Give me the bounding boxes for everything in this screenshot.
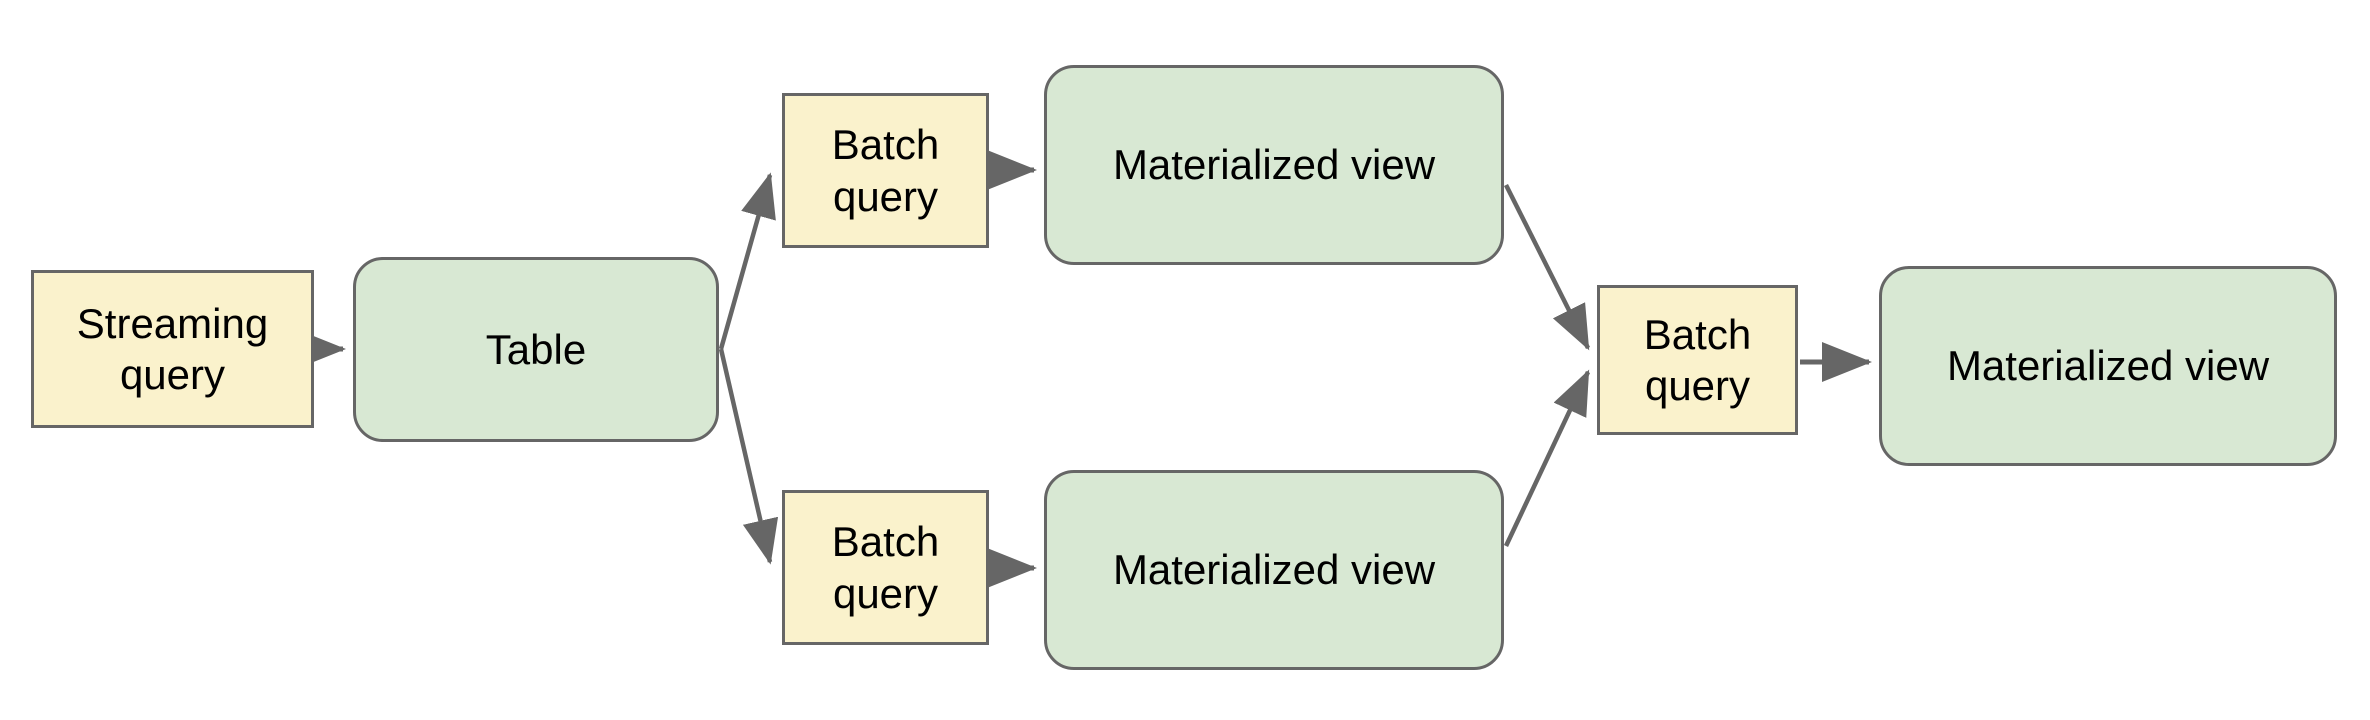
node-label: Materialized view <box>1946 342 2270 390</box>
node-materialized-view-top[interactable]: Materialized view <box>1044 65 1504 265</box>
node-label: Batch query <box>1643 310 1752 409</box>
edge-mv-bottom-to-join <box>1503 369 1591 547</box>
node-label: Materialized view <box>1112 141 1436 189</box>
node-label: Streaming query <box>76 299 269 398</box>
edge-table-to-batch-top <box>718 172 776 350</box>
node-table[interactable]: Table <box>353 257 719 442</box>
node-label: Batch query <box>831 121 940 220</box>
node-materialized-view-bottom[interactable]: Materialized view <box>1044 470 1504 670</box>
node-batch-query-join[interactable]: Batch query <box>1597 285 1798 435</box>
node-batch-query-top[interactable]: Batch query <box>782 93 989 248</box>
node-batch-query-bottom[interactable]: Batch query <box>782 490 989 645</box>
node-materialized-view-final[interactable]: Materialized view <box>1879 266 2337 466</box>
edge-table-to-batch-bottom <box>718 348 779 565</box>
node-label: Table <box>485 325 587 373</box>
node-label: Batch query <box>831 518 940 617</box>
node-streaming-query[interactable]: Streaming query <box>31 270 314 428</box>
edge-mv-top-to-join <box>1503 183 1591 351</box>
node-label: Materialized view <box>1112 546 1436 594</box>
